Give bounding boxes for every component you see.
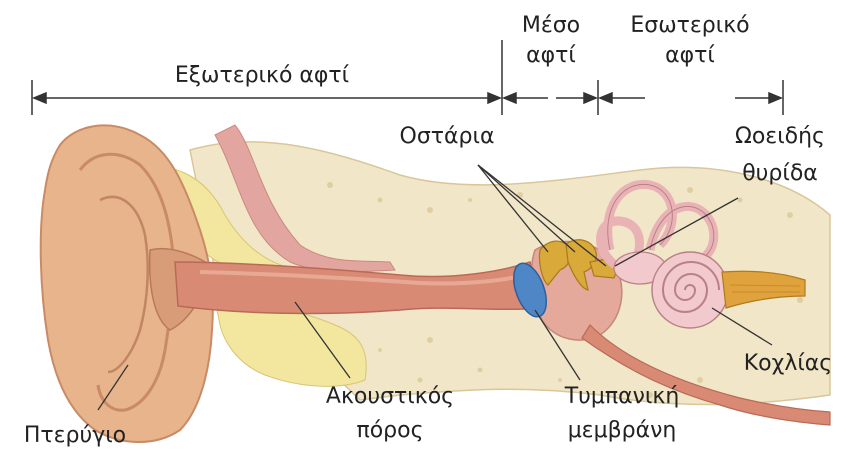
oval-window-label-line2: θυρίδα [742,161,818,186]
middle-ear-label-line1: Μέσο [522,13,580,38]
outer-ear-arrow-left [34,93,46,103]
outer-ear-label: Εξωτερικό αφτί [175,63,350,88]
middle-ear-arrow-left [504,93,516,103]
inner-ear-label-line1: Εσωτερικό [630,13,749,38]
oval-window-label-line1: Ωοειδής [735,124,825,149]
canal-label-line1: Ακουστικός [326,384,454,409]
section-labels: Εξωτερικό αφτί Μέσο αφτί Εσωτερικό αφτί [175,13,750,88]
cochlea-label: Κοχλίας [744,351,832,376]
pinna-label: Πτερύγιο [24,423,126,448]
middle-ear-arrow-right [584,93,596,103]
outer-ear-arrow-right [488,93,500,103]
cochlea [652,252,728,328]
canal-label-line2: πόρος [356,418,423,443]
inner-ear-arrow-right [769,93,781,103]
eardrum-label-line2: μεμβράνη [568,418,677,443]
inner-ear-arrow-left [600,93,612,103]
middle-ear-label-line2: αφτί [526,43,576,68]
eardrum-label-line1: Τυμπανική [564,384,680,409]
inner-ear-label-line2: αφτί [665,43,715,68]
ossicles-label: Οστάρια [400,124,495,149]
